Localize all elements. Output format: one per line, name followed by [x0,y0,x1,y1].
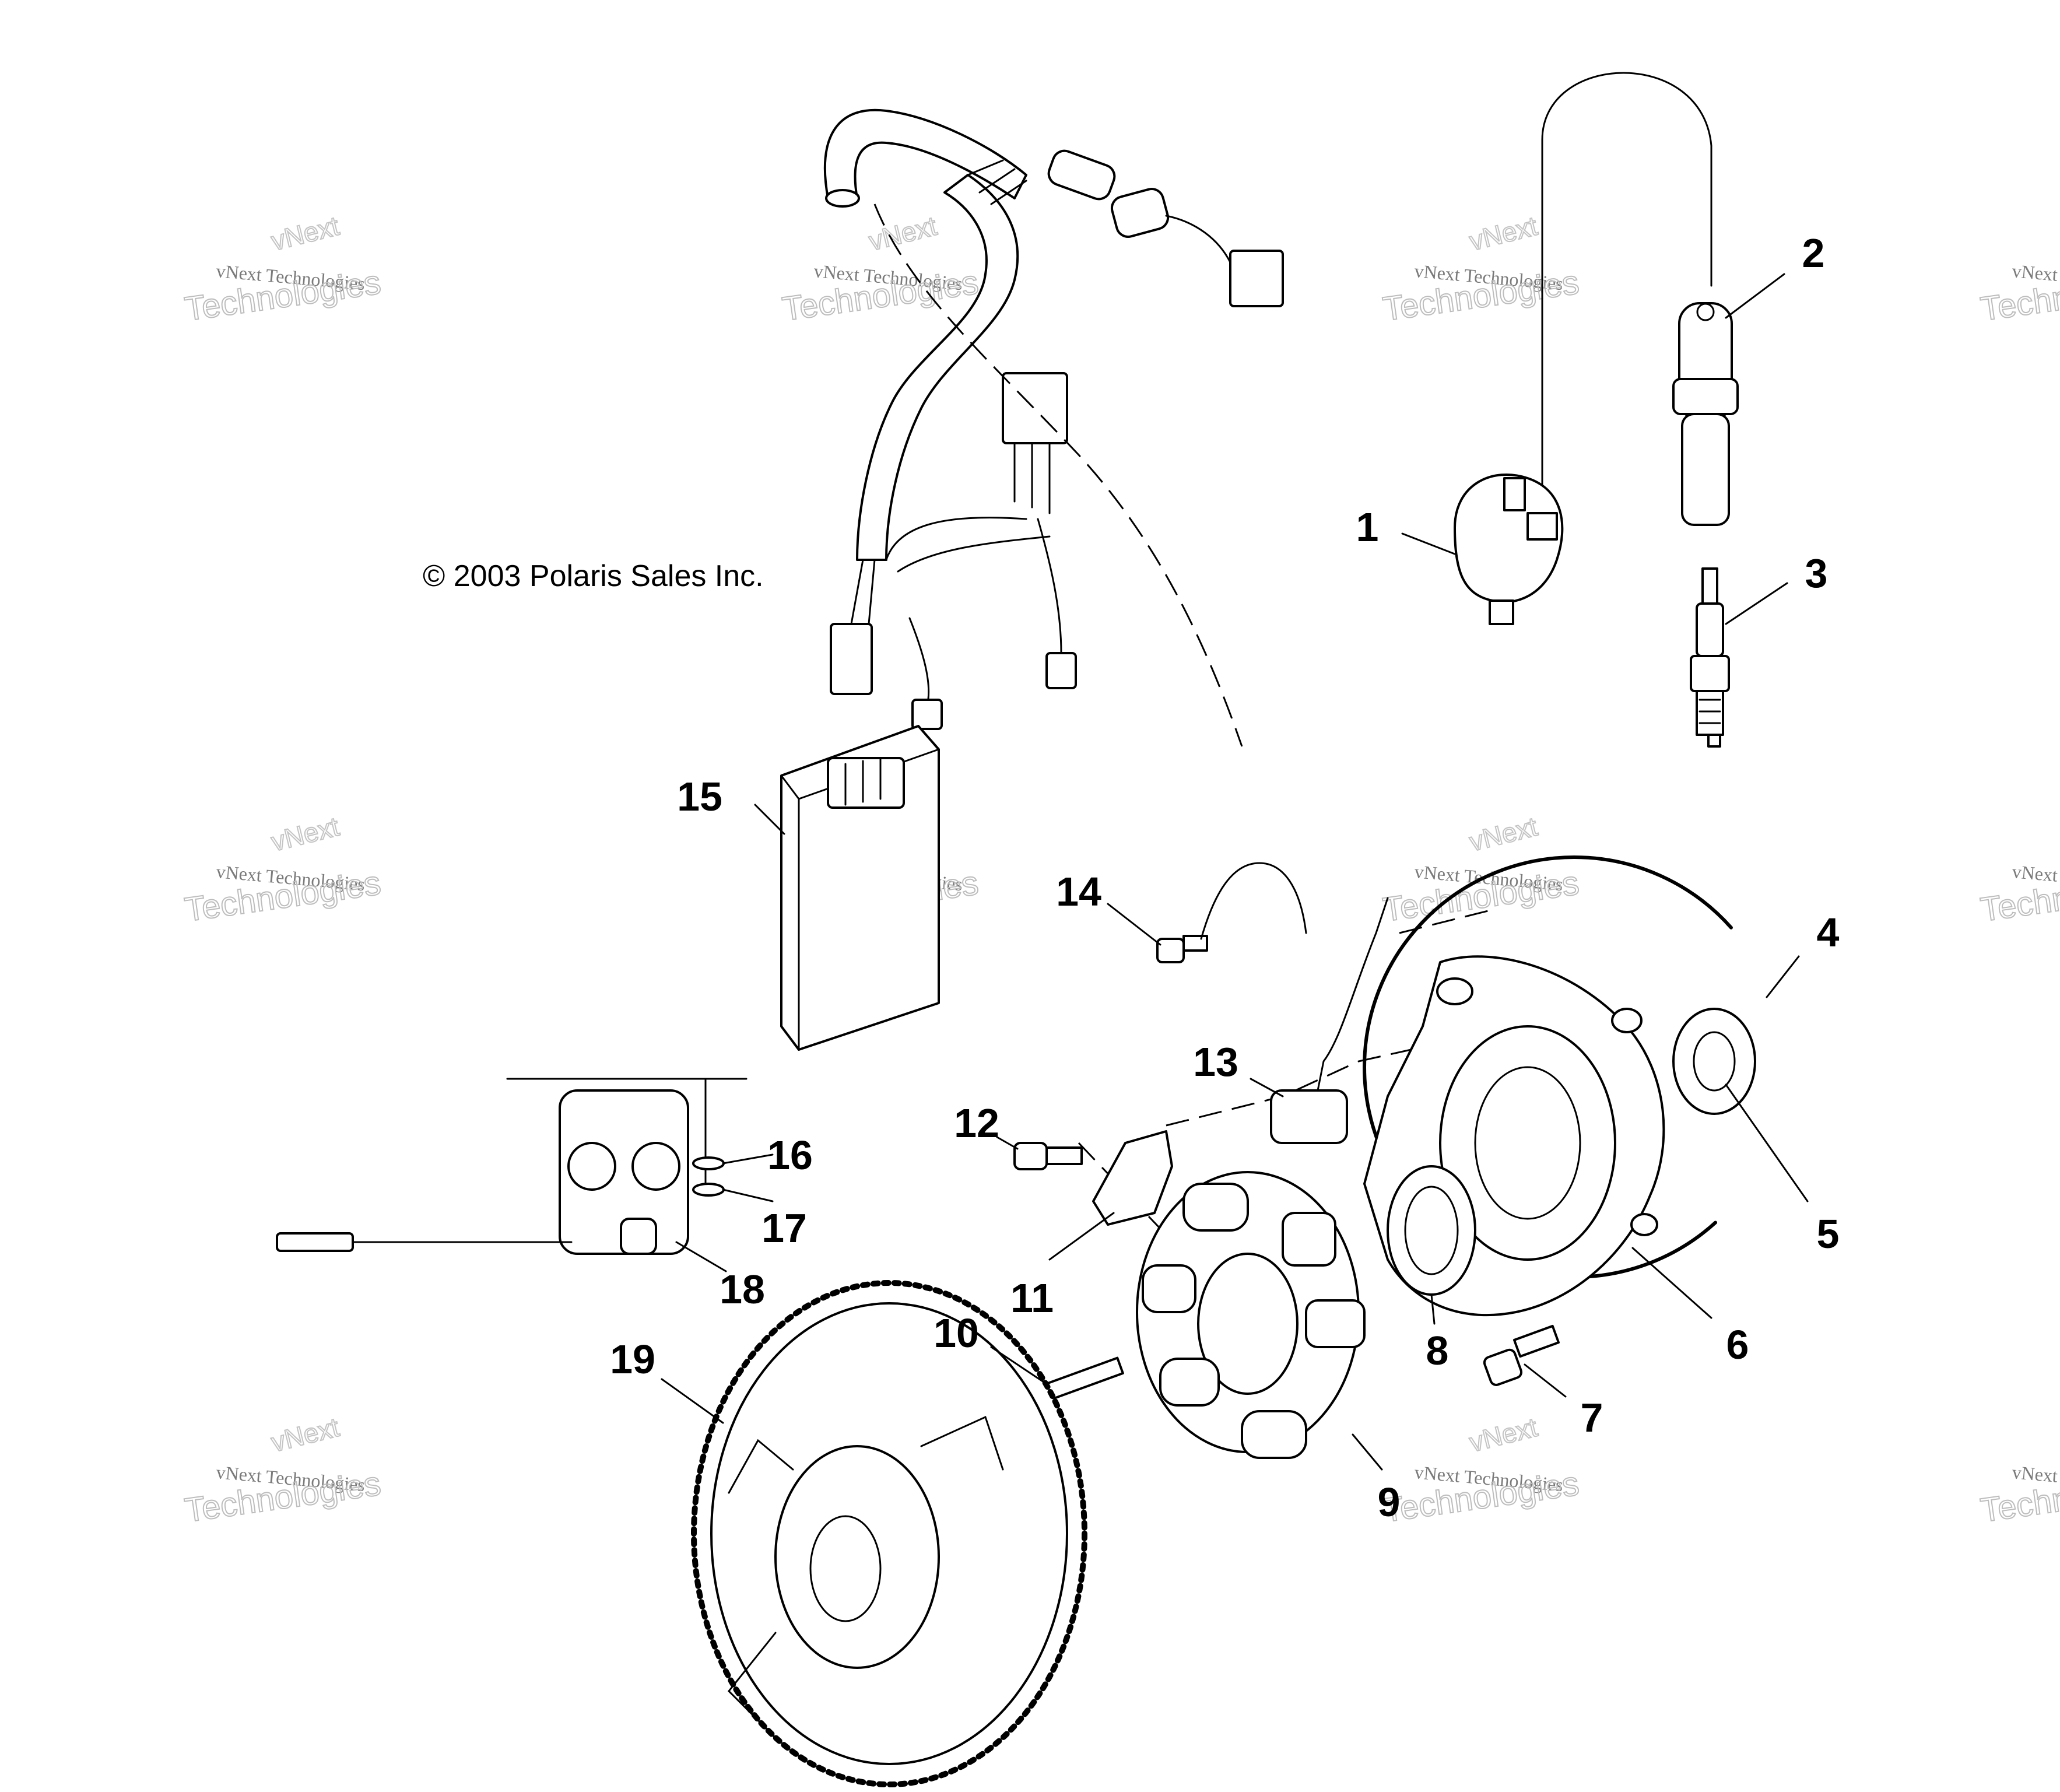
callout-3: 3 [1805,550,1828,596]
callout-19: 19 [610,1337,655,1382]
callout-6: 6 [1726,1322,1749,1367]
callout-8: 8 [1426,1328,1449,1373]
watermark-line1: vNext [866,211,940,257]
pulser-coil [1270,897,1389,1144]
watermark-line1: vNext [1466,211,1540,257]
callout-9: 9 [1378,1479,1401,1525]
callout-10: 10 [934,1310,979,1356]
callout-16: 16 [767,1132,813,1178]
stator [1136,1171,1366,1459]
callout-14: 14 [1056,869,1101,914]
watermark-line1: vNext [1466,811,1540,857]
callout-17: 17 [761,1205,807,1251]
wiring-harness [823,108,1284,730]
callout-4: 4 [1817,910,1840,955]
callout-7: 7 [1581,1395,1603,1440]
watermark-line1: vNext [268,211,342,257]
callout-13: 13 [1193,1039,1238,1085]
callout-1: 1 [1356,504,1379,550]
watermark-line1: vNext [268,811,342,857]
callout-2: 2 [1802,230,1825,276]
flywheel [691,1280,1087,1787]
screws [1011,862,1560,1422]
spark-plug [1690,567,1730,748]
callout-numbers: 1 2 3 4 5 6 7 8 9 10 11 12 13 14 15 16 1… [610,230,1839,1525]
seal [1387,1165,1476,1296]
bracket [1092,1130,1173,1226]
copyright-notice: © 2003 Polaris Sales Inc. [423,559,764,593]
callout-12: 12 [954,1100,999,1146]
callout-11: 11 [1010,1275,1054,1321]
callout-15: 15 [677,774,722,819]
watermark-line1: vNext [268,1412,342,1458]
trigger-sensor [276,1078,748,1255]
cdi-module [780,725,940,1051]
callout-leaders [661,273,1809,1471]
callout-5: 5 [1817,1211,1840,1257]
watermark-line1: vNext [1466,1412,1540,1458]
spark-plug-cap [1672,302,1739,526]
ignition-coil [1454,72,1712,625]
callout-18: 18 [720,1267,765,1312]
